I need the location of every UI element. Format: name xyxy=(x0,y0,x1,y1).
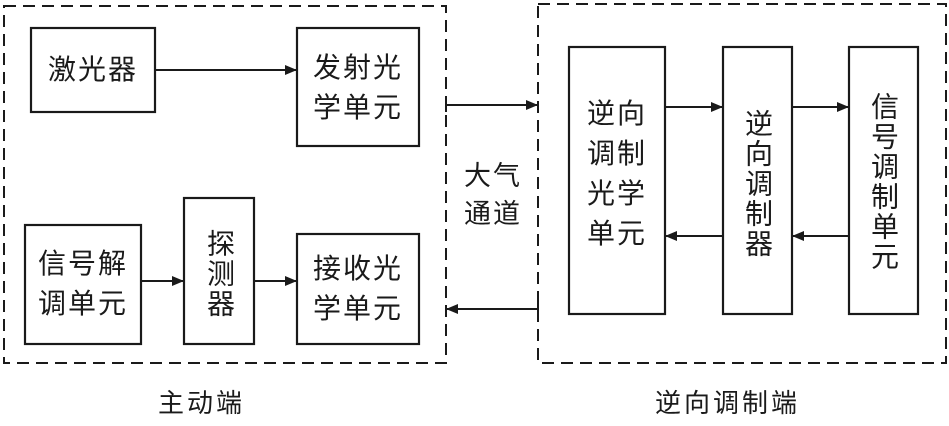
rx-optics-label-line1: 接收光 xyxy=(312,252,403,285)
retro-modulator-label: 逆向调制器 xyxy=(741,109,774,259)
demod-box xyxy=(23,223,143,346)
modulating-end-caption: 逆向调制端 xyxy=(655,389,801,419)
retro-optics-box xyxy=(567,45,667,316)
detector-box xyxy=(182,196,256,346)
channel-label-line2: 通道 xyxy=(464,199,522,230)
demod-label-line1: 信号解 xyxy=(37,247,128,280)
tx-optics-box xyxy=(295,26,421,148)
retro-optics-label-line1: 逆向 xyxy=(586,97,647,130)
active-end-region xyxy=(3,5,447,364)
modulating-end-region xyxy=(537,3,947,364)
retro-optics-label-line4: 单元 xyxy=(586,217,647,250)
active-end-caption: 主动端 xyxy=(158,389,246,419)
signal-mod-box xyxy=(847,45,920,316)
tx-optics-label-line1: 发射光 xyxy=(312,51,403,84)
signal-mod-label: 信号调制单元 xyxy=(867,91,900,272)
detector-label: 探测器 xyxy=(203,229,236,319)
laser-label: 激光器 xyxy=(47,53,138,86)
demod-label-line2: 调单元 xyxy=(37,287,128,320)
channel-label-line1: 大气 xyxy=(464,161,522,192)
rx-optics-box xyxy=(295,232,421,346)
tx-optics-label-line2: 学单元 xyxy=(312,91,403,124)
retro-modulator-box xyxy=(721,45,794,316)
retro-optics-label-line3: 光学 xyxy=(586,177,647,210)
retro-optics-label-line2: 调制 xyxy=(586,137,647,170)
rx-optics-label-line2: 学单元 xyxy=(312,292,403,325)
